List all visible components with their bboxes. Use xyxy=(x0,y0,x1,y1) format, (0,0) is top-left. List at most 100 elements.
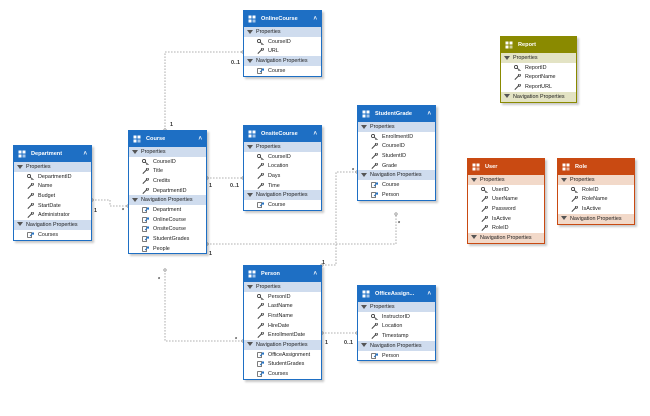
navigation-property-item[interactable]: Course xyxy=(244,200,321,210)
property-item[interactable]: EnrollmentID xyxy=(358,132,435,142)
properties-section-header[interactable]: Properties xyxy=(244,27,321,37)
properties-section-header[interactable]: Properties xyxy=(244,142,321,152)
property-item[interactable]: LastName xyxy=(244,302,321,312)
entity-header[interactable]: StudentGrade˄ xyxy=(358,106,435,122)
navigation-section-header[interactable]: Navigation Properties xyxy=(358,340,435,351)
properties-section-header[interactable]: Properties xyxy=(468,175,544,185)
property-item[interactable]: Location xyxy=(358,322,435,332)
property-item[interactable]: Name xyxy=(14,182,91,192)
property-item[interactable]: CourseID xyxy=(244,152,321,162)
navigation-section-header[interactable]: Navigation Properties xyxy=(244,56,321,67)
property-item[interactable]: Timestamp xyxy=(358,331,435,341)
navigation-section-header[interactable]: Navigation Properties xyxy=(129,195,206,206)
association-line-department-course[interactable] xyxy=(92,199,128,207)
property-item[interactable]: CourseID xyxy=(244,37,321,47)
chevron-up-icon[interactable]: ˄ xyxy=(313,16,317,22)
property-item[interactable]: RoleID xyxy=(558,185,634,195)
property-item[interactable]: Days xyxy=(244,171,321,181)
chevron-up-icon[interactable]: ˄ xyxy=(313,271,317,277)
property-item[interactable]: ReportName xyxy=(501,73,576,83)
property-item[interactable]: Password xyxy=(468,204,544,214)
navigation-property-item[interactable]: Department xyxy=(129,205,206,215)
property-item[interactable]: IsActive xyxy=(468,214,544,224)
entity-header[interactable]: Report xyxy=(501,37,576,53)
property-item[interactable]: RoleID xyxy=(468,223,544,233)
property-item[interactable]: HireDate xyxy=(244,321,321,331)
property-item[interactable]: Administrator xyxy=(14,210,91,220)
navigation-property-item[interactable]: People xyxy=(129,244,206,254)
navigation-property-item[interactable]: OfficeAssignment xyxy=(244,350,321,360)
property-item[interactable]: CourseID xyxy=(129,157,206,167)
navigation-section-header[interactable]: Navigation Properties xyxy=(468,232,544,243)
property-item[interactable]: IsActive xyxy=(558,204,634,214)
navigation-section-header[interactable]: Navigation Properties xyxy=(501,91,576,102)
navigation-property-item[interactable]: Course xyxy=(358,180,435,190)
chevron-up-icon[interactable]: ˄ xyxy=(198,136,202,142)
property-item[interactable]: DepartmentID xyxy=(14,172,91,182)
navigation-property-item[interactable]: OnsiteCourse xyxy=(129,225,206,235)
entity-header[interactable]: Person˄ xyxy=(244,266,321,282)
navigation-section-header[interactable]: Navigation Properties xyxy=(244,339,321,350)
property-item[interactable]: UserName xyxy=(468,195,544,205)
property-item[interactable]: CourseID xyxy=(358,142,435,152)
chevron-up-icon[interactable]: ˄ xyxy=(83,151,87,157)
entity-header[interactable]: OfficeAssign...˄ xyxy=(358,286,435,302)
properties-section-header[interactable]: Properties xyxy=(129,147,206,157)
navigation-property-item[interactable]: Person xyxy=(358,351,435,361)
navigation-property-item[interactable]: Courses xyxy=(244,369,321,379)
properties-section-header[interactable]: Properties xyxy=(358,302,435,312)
property-item[interactable]: PersonID xyxy=(244,292,321,302)
property-item[interactable]: Credits xyxy=(129,176,206,186)
navigation-property-item[interactable]: StudentGrades xyxy=(244,360,321,370)
entity-header[interactable]: OnsiteCourse˄ xyxy=(244,126,321,142)
properties-section-header[interactable]: Properties xyxy=(244,282,321,292)
property-item[interactable]: Time xyxy=(244,181,321,191)
chevron-up-icon[interactable]: ˄ xyxy=(313,131,317,137)
entity-header[interactable]: Course˄ xyxy=(129,131,206,147)
properties-section-header[interactable]: Properties xyxy=(14,162,91,172)
property-item[interactable]: UserID xyxy=(468,185,544,195)
property-item[interactable]: InstructorID xyxy=(358,312,435,322)
entity-header[interactable]: Department˄ xyxy=(14,146,91,162)
property-item[interactable]: StartDate xyxy=(14,201,91,211)
property-item[interactable]: EnrollmentDate xyxy=(244,330,321,340)
navigation-property-item[interactable]: Courses xyxy=(14,230,91,240)
navigation-section-header[interactable]: Navigation Properties xyxy=(358,170,435,181)
chevron-up-icon[interactable]: ˄ xyxy=(427,291,431,297)
properties-section-header[interactable]: Properties xyxy=(358,122,435,132)
navigation-property-item[interactable]: Course xyxy=(244,66,321,76)
entity-header[interactable]: User xyxy=(468,159,544,175)
navigation-property-item[interactable]: StudentGrades xyxy=(129,234,206,244)
property-item[interactable]: RoleName xyxy=(558,195,634,205)
property-item[interactable]: URL xyxy=(244,47,321,57)
property-item[interactable]: Title xyxy=(129,167,206,177)
navigation-property-item[interactable]: OnlineCourse xyxy=(129,215,206,225)
navigation-section-header[interactable]: Navigation Properties xyxy=(14,219,91,230)
property-item[interactable]: StudentID xyxy=(358,151,435,161)
association-line-course-studentgrade[interactable] xyxy=(207,214,397,245)
entity-header[interactable]: OnlineCourse˄ xyxy=(244,11,321,27)
property-item[interactable]: Grade xyxy=(358,161,435,171)
association-line-course-person[interactable] xyxy=(164,270,243,342)
property-item[interactable]: FirstName xyxy=(244,311,321,321)
navigation-section-header[interactable]: Navigation Properties xyxy=(244,190,321,201)
property-item[interactable]: ReportURL xyxy=(501,82,576,92)
navigation-section-header[interactable]: Navigation Properties xyxy=(558,213,634,224)
property-item[interactable]: ReportID xyxy=(501,63,576,73)
property-item[interactable]: Budget xyxy=(14,191,91,201)
chevron-up-icon[interactable]: ˄ xyxy=(427,111,431,117)
properties-section-header[interactable]: Properties xyxy=(501,53,576,63)
navigation-property-item[interactable]: Person xyxy=(358,190,435,200)
property-item[interactable]: DepartmentID xyxy=(129,186,206,196)
entity-header[interactable]: Role xyxy=(558,159,634,175)
